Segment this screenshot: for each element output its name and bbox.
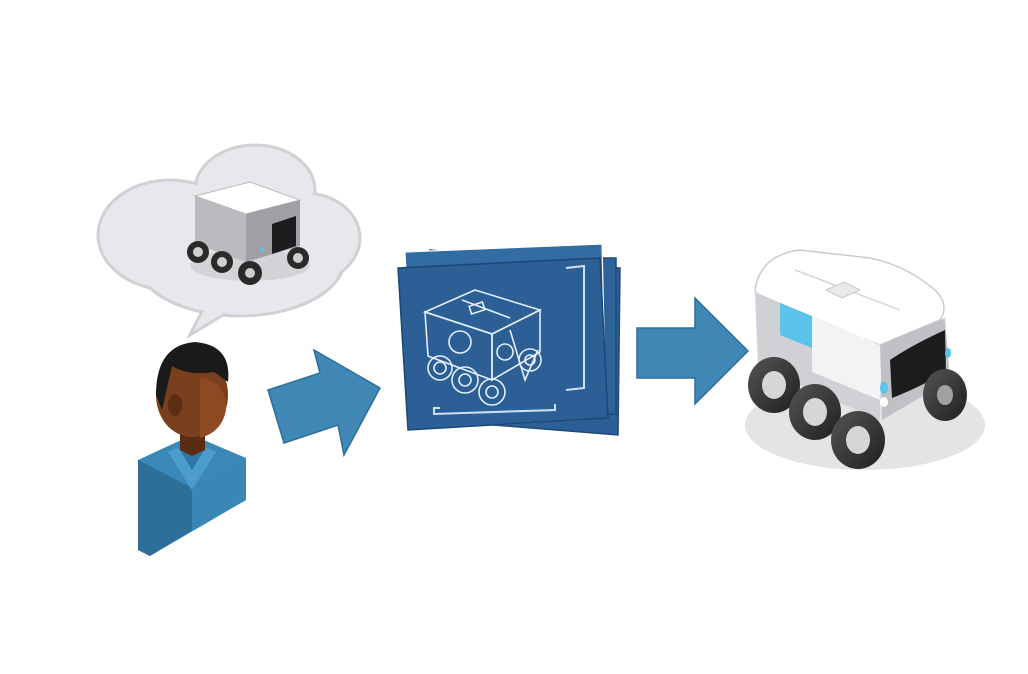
- arrow-right-icon: [267, 348, 382, 458]
- person-icon: [138, 342, 246, 556]
- blueprint-stack-icon: [397, 243, 621, 436]
- thought-bubble-icon: [96, 143, 362, 339]
- arrow-right-icon: [636, 296, 750, 406]
- cloud-robot-icon: [187, 181, 310, 285]
- delivery-robot-icon: [745, 249, 985, 470]
